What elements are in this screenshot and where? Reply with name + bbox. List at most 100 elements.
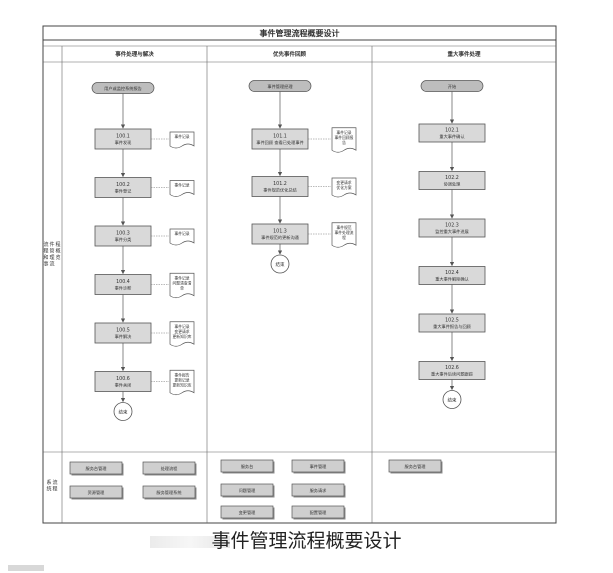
system-2-2-label: 事件管理 [310,463,328,470]
svg-text:和: 和 [43,254,48,261]
lane-1-step-4-code: 100.4 [116,279,130,285]
lane-1-start-label: 用户或监控系统报告 [104,85,142,92]
lane-1-step-3-doc-label: 事件记录 [174,231,189,236]
lane-header-2: 优先事件回顾 [273,50,307,58]
system-1-4-box [142,485,196,499]
lane-2-step-2-code: 101.2 [273,181,287,187]
lane-1-step-2-document [169,180,195,197]
lane-header-3: 重大事件处理 [447,50,481,58]
lane-3-step-6-code: 102.6 [445,365,459,371]
lane-2-step-1-code: 101.1 [273,134,287,140]
lane-1-step-5-code: 100.5 [116,328,130,334]
system-2-6-box [291,505,345,519]
lane-3-step-1-code: 102.1 [445,128,459,134]
lane-2-step-3-code: 101.3 [273,229,287,235]
svg-text:程: 程 [52,486,57,493]
lane-1-step-5-doc-label: 事件记录变更请求更新知识库 [173,324,192,339]
lane-1-step-6-document [169,369,195,396]
svg-text:流: 流 [43,241,48,248]
figure-caption: 事件管理流程概要设计 [211,530,402,552]
lane-1-step-6-doc-label: 事件报告更新记录更新知识库 [173,372,192,387]
lane-3-end-label: 结束 [448,397,457,404]
system-1-3-label: 资源管理 [88,489,106,496]
system-2-1-box [220,459,274,473]
system-1-3-box [69,485,123,499]
lane-1-step-2-name: 事件登记 [115,188,133,195]
svg-text:统: 统 [46,486,51,493]
lane-3-step-4-name: 重大事件解除确认 [435,276,469,283]
lane-3-step-2-name: 协调处理 [444,181,462,188]
lane-2-step-2-doc-label: 变更请求优化方案 [336,180,351,190]
lane-1-step-3-document [169,228,195,246]
svg-text:程: 程 [43,248,48,255]
lane-2-step-1-doc-label: 事件记录事件回顾报告 [335,130,354,145]
lane-3-start-label: 开始 [448,83,457,90]
lane-3-step-5-name: 重大事件报告与回顾 [433,323,471,330]
system-3-1-label: 服务台管理 [405,463,427,470]
lane-2-step-1-name: 事件回顾 查看已处理事件 [256,139,303,146]
lane-1-step-6-name: 事件关闭 [115,382,132,389]
system-2-2-box [291,459,345,473]
lane-2-end-label: 结束 [276,261,285,268]
svg-text:流: 流 [52,479,57,486]
svg-text:管: 管 [49,248,54,255]
system-1-1-label: 服务台管理 [86,465,108,472]
system-1-2-label: 处理流程 [161,465,179,472]
svg-text:系: 系 [46,479,51,486]
svg-text:流: 流 [49,261,54,268]
svg-text:件: 件 [49,241,54,248]
lane-1-flow: 用户或监控系统报告100.1事件发现事件记录100.2事件登记事件记录100.3… [91,82,195,421]
lane-1-end-circle [113,402,133,421]
svg-text:程: 程 [55,241,60,248]
system-2-3-box [220,483,274,497]
system-1-4-label: 服务管理系统 [156,489,181,496]
lane-2-step-2-document [331,177,357,198]
lane-1-step-2-code: 100.2 [116,182,130,188]
diagram-title: 事件管理流程概要设计 [260,28,340,38]
lane-1-step-5-document [169,321,195,347]
lane-2-step-3-document [331,222,357,248]
lane-2-end-circle [270,254,290,274]
lane-3-step-5-code: 102.5 [445,318,459,324]
svg-text:事: 事 [43,261,48,268]
lane-1-step-4-name: 事件诊断 [115,285,133,292]
svg-text:理: 理 [49,255,54,261]
lane-1-step-6-code: 100.6 [116,376,130,382]
lane-1-end-label: 结束 [119,409,128,416]
lane-1-step-3-code: 100.3 [116,231,130,237]
lane-3-flow: 开始102.1重大事件确认102.2协调处理102.3监控重大事件进展102.4… [418,80,486,409]
system-2-1-label: 服务台 [241,463,254,470]
lane-3-end-circle [442,390,462,409]
system-3-1-box [388,459,442,473]
system-2-5-label: 变更管理 [239,509,257,516]
lane-1-step-5-name: 事件解决 [115,333,133,340]
system-1-2-box [142,461,196,475]
lane-1-step-1-doc-label: 事件记录 [174,134,189,139]
system-2-6-label: 配置管理 [310,509,328,516]
lane-3-step-2-code: 102.2 [445,175,459,181]
lane-3-step-1-name: 重大事件确认 [439,133,465,140]
lane-1-step-4-document [169,272,195,299]
svg-text:览: 览 [55,254,60,261]
lane-2-step-3-name: 事件规范的更新沟通 [261,234,300,241]
lane-2-start-label: 事件管理经理 [267,83,293,90]
svg-text:概: 概 [55,248,60,255]
lane-1-step-3-name: 事件分类 [115,236,133,243]
systems-group-2: 服务台事件管理问题管理服务请求变更管理配置管理 [220,459,346,520]
caption-blur-mark [150,536,230,548]
lane-header-1: 事件处理与解决 [115,50,154,58]
system-2-4-label: 服务请求 [310,487,328,494]
lane-2-step-3-doc-label: 事件规范事件处理流程 [335,225,354,240]
lane-3-step-3-name: 监控重大事件进展 [435,228,469,235]
system-2-5-box [220,505,274,519]
system-1-1-box [69,461,123,475]
lane-3-step-4-code: 102.4 [445,270,459,276]
lane-1-step-2-doc-label: 事件记录 [174,183,189,188]
lane-2-step-1-document [331,127,357,153]
lane-2-step-2-name: 事件规范优化总结 [263,187,297,194]
